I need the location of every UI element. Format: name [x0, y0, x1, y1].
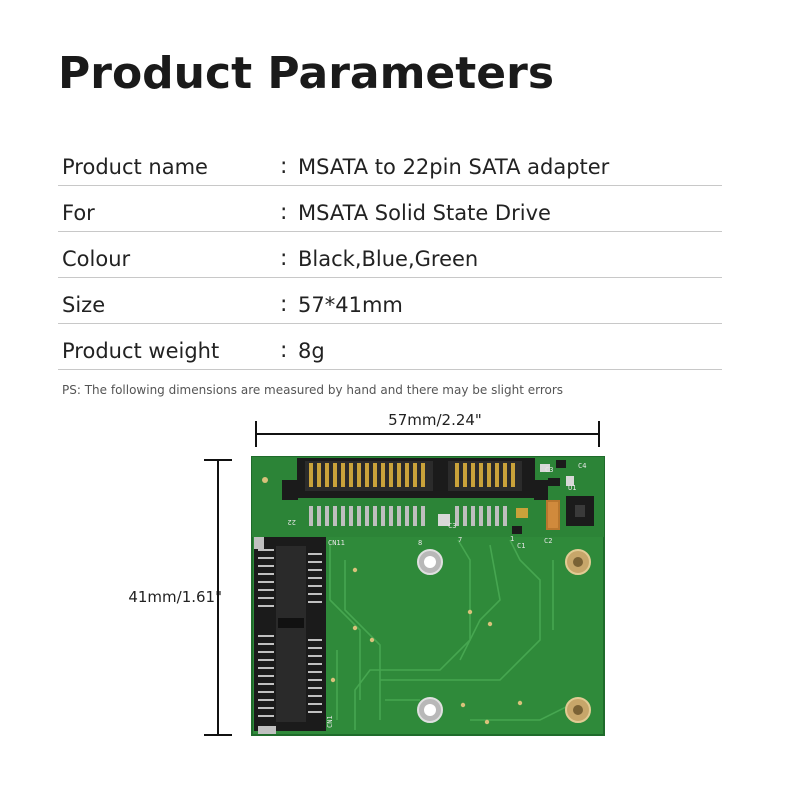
pcb-vias: [262, 477, 523, 725]
param-colon: :: [280, 246, 288, 271]
param-value: 8g: [298, 339, 325, 363]
height-dimension-label: 41mm/1.61": [128, 588, 222, 606]
mounting-hole-icon: [417, 549, 443, 575]
silkscreen-c3: C3: [545, 466, 553, 474]
silkscreen-cn1: CN1: [326, 715, 334, 728]
silkscreen-pin8: 8: [418, 539, 422, 547]
param-row-size: Size : 57*41mm: [58, 278, 722, 324]
page-title: Product Parameters: [58, 48, 555, 99]
param-label: Product name: [62, 155, 208, 179]
msata-socket: [254, 537, 326, 734]
param-value: Black,Blue,Green: [298, 247, 479, 271]
silkscreen-c2: C2: [544, 537, 552, 545]
silkscreen-c3-secondary: C3: [448, 522, 456, 530]
param-row-colour: Colour : Black,Blue,Green: [58, 232, 722, 278]
mounting-hole-icon: [565, 697, 591, 723]
silkscreen-pin7: 7: [458, 536, 462, 544]
param-value: MSATA Solid State Drive: [298, 201, 551, 225]
parameter-table: Product name : MSATA to 22pin SATA adapt…: [58, 140, 722, 370]
mounting-hole-icon: [417, 697, 443, 723]
width-dimension-label: 57mm/2.24": [388, 411, 482, 429]
mounting-hole-icon: [565, 549, 591, 575]
param-value: MSATA to 22pin SATA adapter: [298, 155, 610, 179]
silkscreen-cn11: CN11: [328, 539, 345, 547]
param-colon: :: [280, 200, 288, 225]
width-dimension-line: [255, 421, 600, 447]
silkscreen-u1: U1: [568, 484, 576, 492]
param-colon: :: [280, 154, 288, 179]
silkscreen-c4: C4: [578, 462, 586, 470]
sata-solder-pads: [309, 506, 507, 526]
smd-components: [438, 460, 594, 534]
param-value: 57*41mm: [298, 293, 403, 317]
param-row-weight: Product weight : 8g: [58, 324, 722, 370]
param-row-for: For : MSATA Solid State Drive: [58, 186, 722, 232]
param-row-product-name: Product name : MSATA to 22pin SATA adapt…: [58, 140, 722, 186]
param-label: Size: [62, 293, 106, 317]
pcb-traces: [329, 539, 581, 730]
pcb-board: [251, 456, 605, 736]
param-label: For: [62, 201, 95, 225]
param-label: Product weight: [62, 339, 220, 363]
param-colon: :: [280, 338, 288, 363]
silkscreen-c1: C1: [517, 542, 525, 550]
silkscreen-pin1: 1: [510, 535, 514, 543]
param-colon: :: [280, 292, 288, 317]
silkscreen-pin22: 22: [288, 518, 296, 526]
height-dimension-line: [204, 459, 232, 736]
param-label: Colour: [62, 247, 131, 271]
measurement-note: PS: The following dimensions are measure…: [62, 383, 564, 397]
sata-connector: [282, 458, 548, 500]
